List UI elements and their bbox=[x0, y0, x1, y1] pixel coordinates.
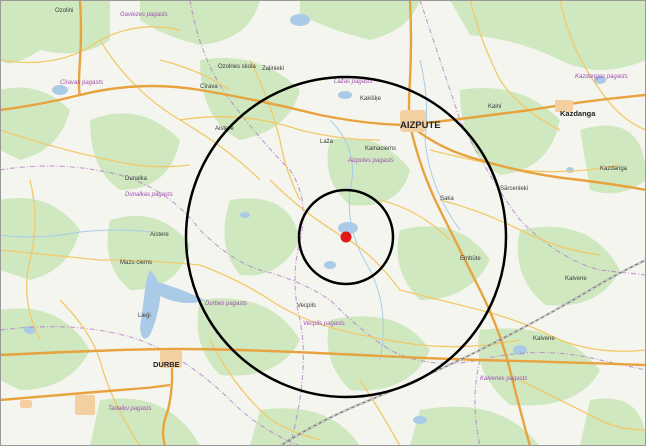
label-ozolini: Ozolini bbox=[55, 8, 73, 14]
settlements bbox=[20, 100, 573, 415]
label-durbes-pagasts: Durbes pagasts bbox=[205, 301, 247, 307]
label-mazu-ciems: Mazu ciems bbox=[120, 260, 152, 266]
label-tadaiku-pagasts: Tadaiķu pagasts bbox=[108, 406, 151, 412]
label-embute: Embūte bbox=[460, 256, 481, 262]
label-dunalka: Dunalka bbox=[125, 176, 148, 182]
label-aistere-south: Aistere bbox=[150, 232, 169, 238]
railway-line bbox=[279, 259, 646, 446]
label-cirava-pagasts: Cīravas pagasts bbox=[60, 80, 103, 86]
outer-radius-ring bbox=[184, 75, 508, 399]
label-kalvene-village: Kalvene bbox=[565, 276, 587, 282]
location-marker-icon[interactable] bbox=[340, 231, 352, 243]
map-labels: AIZPUTE DURBE Kazdanga Gaviezes pagasts … bbox=[55, 8, 628, 412]
label-dunalkas-pagasts: Dunalkas pagasts bbox=[125, 192, 173, 198]
label-sarcenieki: Sārcenieki bbox=[500, 186, 528, 192]
label-kalvenes-pagasts: Kalvenes pagasts bbox=[480, 376, 527, 382]
label-aistere: Aistere bbox=[215, 126, 234, 132]
label-kazdanga-village: Kazdanga bbox=[600, 166, 628, 172]
inner-radius-ring bbox=[297, 188, 395, 286]
label-liegi: Lieģi bbox=[138, 312, 151, 319]
label-aizpute: AIZPUTE bbox=[400, 120, 441, 131]
label-kazdanga: Kazdanga bbox=[560, 109, 596, 118]
label-aizputes-pagasts: Aizputes pagasts bbox=[347, 158, 394, 164]
label-kalvene: Kalvene bbox=[533, 336, 555, 342]
label-laza: Laža bbox=[320, 139, 334, 145]
label-kalnaciems: Kalnaciems bbox=[365, 146, 396, 152]
label-kazdangas-pagasts: Kazdangas pagasts bbox=[575, 74, 628, 80]
label-vecpils: Vecpils bbox=[297, 303, 316, 309]
label-kalni: Kalni bbox=[488, 104, 501, 110]
distance-rings bbox=[184, 75, 508, 399]
label-kakiske: Kakišķe bbox=[360, 96, 382, 102]
label-saka: Saka bbox=[440, 196, 454, 202]
label-zalinieki: Zaļinieki bbox=[262, 66, 284, 72]
label-vecpils-pagasts: Vecpils pagasts bbox=[303, 321, 345, 327]
label-cirava: Cīrava bbox=[200, 84, 218, 90]
label-gaviezes-pagasts: Gaviezes pagasts bbox=[120, 12, 168, 18]
label-ozoles-skola: Ozolnes skola bbox=[218, 64, 256, 70]
label-lazas-pagasts: Lažas pagasts bbox=[334, 79, 373, 85]
label-durbe: DURBE bbox=[153, 360, 180, 369]
